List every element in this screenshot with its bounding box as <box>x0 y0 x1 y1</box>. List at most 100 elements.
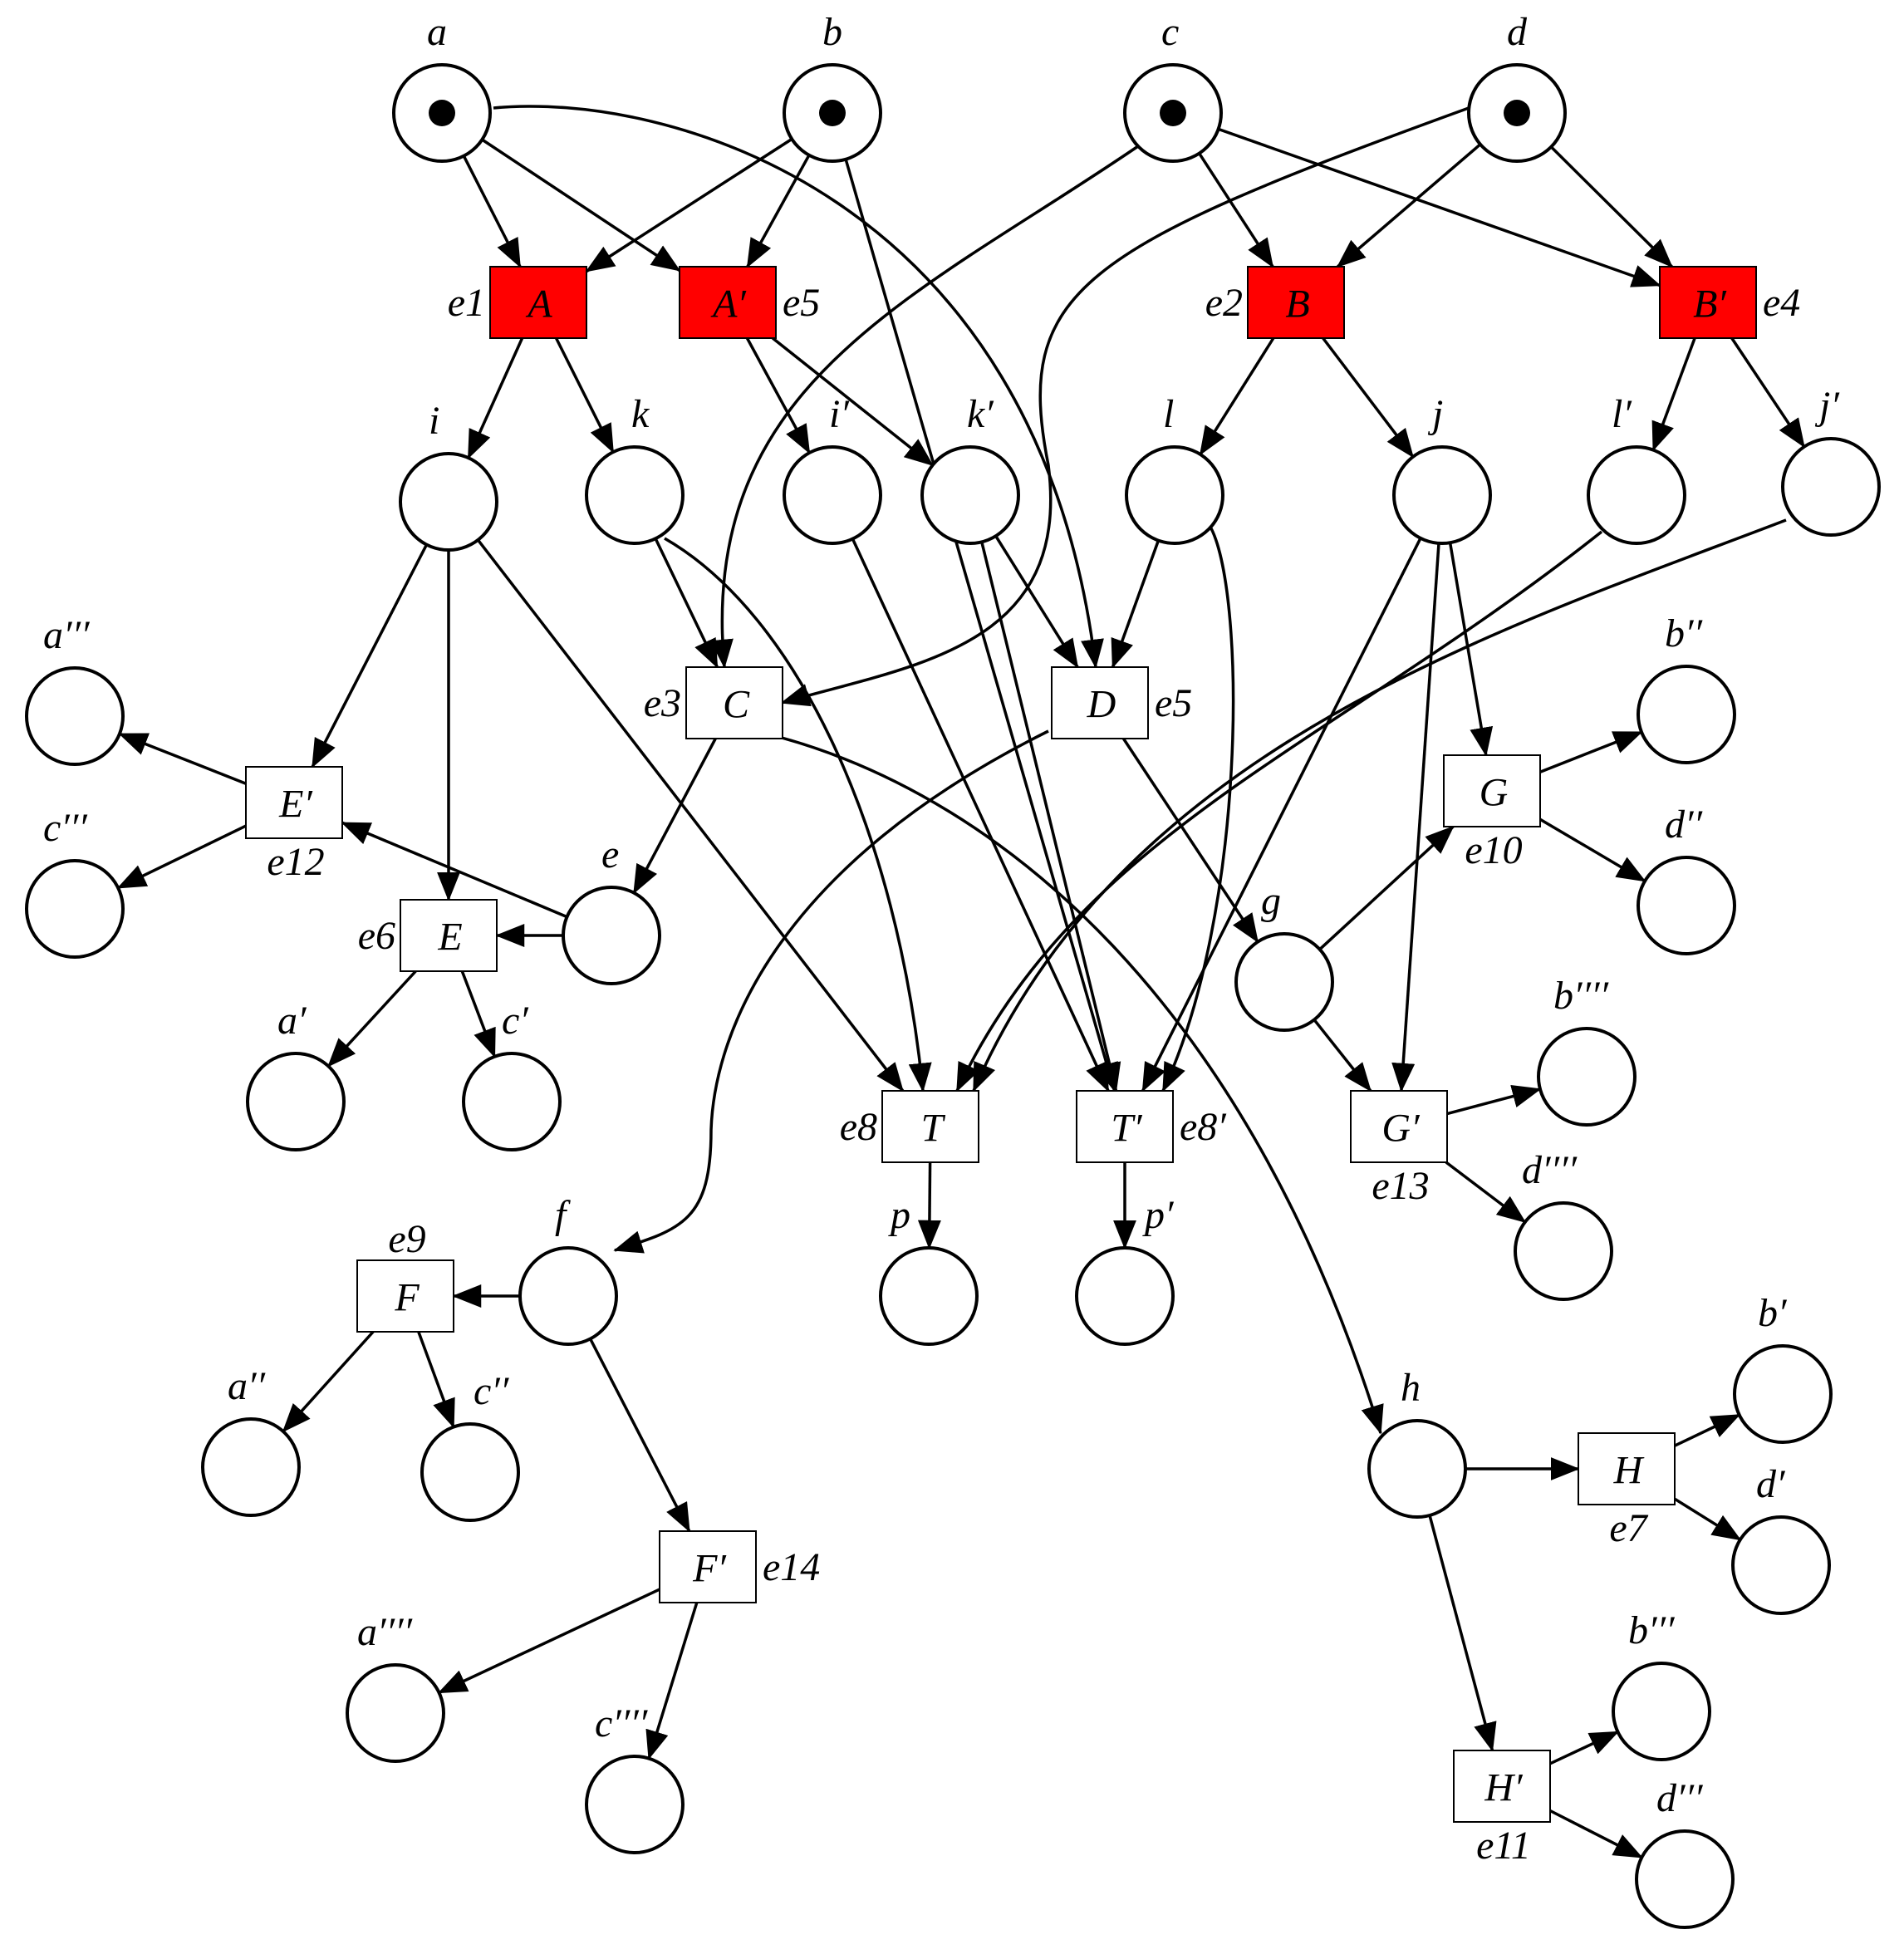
transition-E1[interactable]: E′ <box>245 766 343 839</box>
place-circle <box>1587 445 1686 545</box>
transition-F[interactable]: F <box>356 1259 454 1333</box>
transition-A[interactable]: A <box>489 266 587 339</box>
arc-b-to-A <box>585 137 793 273</box>
transition-label: F′ <box>692 1547 727 1591</box>
place-c[interactable] <box>1123 63 1223 163</box>
place-l[interactable] <box>1125 445 1224 545</box>
place-e[interactable] <box>562 886 661 985</box>
arc-l1-to-T <box>955 530 1603 1092</box>
place-a[interactable] <box>392 63 492 163</box>
arc-i-to-E1 <box>311 543 429 768</box>
place-label: d′′′ <box>1656 1776 1704 1820</box>
arc-E-to-a1 <box>327 970 417 1068</box>
place-label: k <box>631 392 650 436</box>
place-h[interactable] <box>1367 1419 1467 1519</box>
place-i[interactable] <box>399 452 498 552</box>
place-b3[interactable] <box>1612 1662 1711 1761</box>
transition-box <box>400 899 498 972</box>
place-label: k′ <box>967 392 994 436</box>
place-j1[interactable] <box>1781 437 1881 537</box>
arc-D-to-g <box>1121 738 1259 944</box>
transition-label: E <box>437 916 462 960</box>
place-p1[interactable] <box>1075 1246 1175 1346</box>
place-d3[interactable] <box>1635 1829 1735 1929</box>
transition-box <box>1453 1750 1551 1823</box>
place-label: b′ <box>1758 1291 1788 1335</box>
place-circle <box>1637 665 1736 764</box>
place-c3[interactable] <box>25 859 125 959</box>
place-label: i′ <box>829 392 850 436</box>
place-f[interactable] <box>518 1246 618 1346</box>
transition-box <box>356 1259 454 1333</box>
place-d2[interactable] <box>1637 856 1736 955</box>
place-c4[interactable] <box>585 1755 685 1854</box>
arc-b-to-T1 <box>844 159 1118 1092</box>
transition-E[interactable]: E <box>400 899 498 972</box>
place-circle <box>1367 1419 1467 1519</box>
token-dot <box>429 100 455 126</box>
arcs-layer <box>116 105 1806 1859</box>
arc-H1-to-b3 <box>1549 1731 1620 1765</box>
place-i1[interactable] <box>783 445 882 545</box>
transition-A1[interactable]: A′ <box>679 266 777 339</box>
place-circle <box>1781 437 1881 537</box>
place-label: h <box>1401 1366 1421 1410</box>
place-a4[interactable] <box>346 1663 445 1763</box>
place-a3[interactable] <box>25 666 125 766</box>
transition-label: A′ <box>710 282 747 326</box>
transition-D[interactable]: D <box>1051 666 1149 739</box>
arc-B-to-j <box>1322 336 1415 459</box>
transition-B[interactable]: B <box>1247 266 1345 339</box>
event-label: e6 <box>358 914 395 958</box>
place-circle <box>585 445 685 545</box>
place-k[interactable] <box>585 445 685 545</box>
place-d4[interactable] <box>1514 1201 1613 1301</box>
transition-box <box>881 1090 979 1163</box>
event-label: e8′ <box>1180 1105 1227 1149</box>
event-label: e13 <box>1372 1164 1429 1208</box>
place-b1[interactable] <box>1733 1344 1833 1444</box>
place-g[interactable] <box>1234 932 1334 1032</box>
place-label: d′′′′ <box>1522 1148 1578 1192</box>
place-a2[interactable] <box>201 1417 301 1517</box>
place-label: l <box>1163 392 1174 436</box>
arc-i-to-T <box>477 538 905 1092</box>
transition-C[interactable]: C <box>685 666 783 739</box>
transition-G1[interactable]: G′ <box>1350 1090 1448 1163</box>
arc-j1-to-T <box>972 518 1787 1092</box>
place-c1[interactable] <box>462 1052 562 1151</box>
place-b[interactable] <box>783 63 882 163</box>
place-circle <box>1612 1662 1711 1761</box>
transition-G[interactable]: G <box>1443 754 1541 827</box>
transition-label: B′ <box>1693 282 1727 326</box>
transition-T[interactable]: T <box>881 1090 979 1163</box>
arc-k1-to-D <box>994 535 1079 669</box>
place-k1[interactable] <box>920 445 1020 545</box>
transition-label: H <box>1613 1449 1645 1493</box>
arc-F-to-c2 <box>417 1331 455 1429</box>
transition-box <box>1247 266 1345 339</box>
place-c2[interactable] <box>420 1422 520 1522</box>
place-a1[interactable] <box>246 1052 346 1151</box>
arc-A-to-i <box>467 337 524 459</box>
place-b4[interactable] <box>1537 1027 1637 1127</box>
transition-box <box>685 666 783 739</box>
transition-box <box>1578 1432 1676 1505</box>
place-p[interactable] <box>879 1246 979 1346</box>
arc-A-to-k <box>554 337 615 454</box>
transition-T1[interactable]: T′ <box>1076 1090 1174 1163</box>
transition-F1[interactable]: F′ <box>659 1530 757 1603</box>
place-label: a′′ <box>228 1364 267 1408</box>
place-j[interactable] <box>1392 445 1492 545</box>
place-b2[interactable] <box>1637 665 1736 764</box>
place-d[interactable] <box>1467 63 1567 163</box>
transition-H1[interactable]: H′ <box>1453 1750 1551 1823</box>
arc-E-to-c1 <box>460 970 497 1058</box>
transition-H[interactable]: H <box>1578 1432 1676 1505</box>
place-circle <box>585 1755 685 1854</box>
place-l1[interactable] <box>1587 445 1686 545</box>
place-label: p <box>888 1193 910 1237</box>
transition-box <box>1659 266 1757 339</box>
transition-B1[interactable]: B′ <box>1659 266 1757 339</box>
place-d1[interactable] <box>1731 1515 1831 1615</box>
